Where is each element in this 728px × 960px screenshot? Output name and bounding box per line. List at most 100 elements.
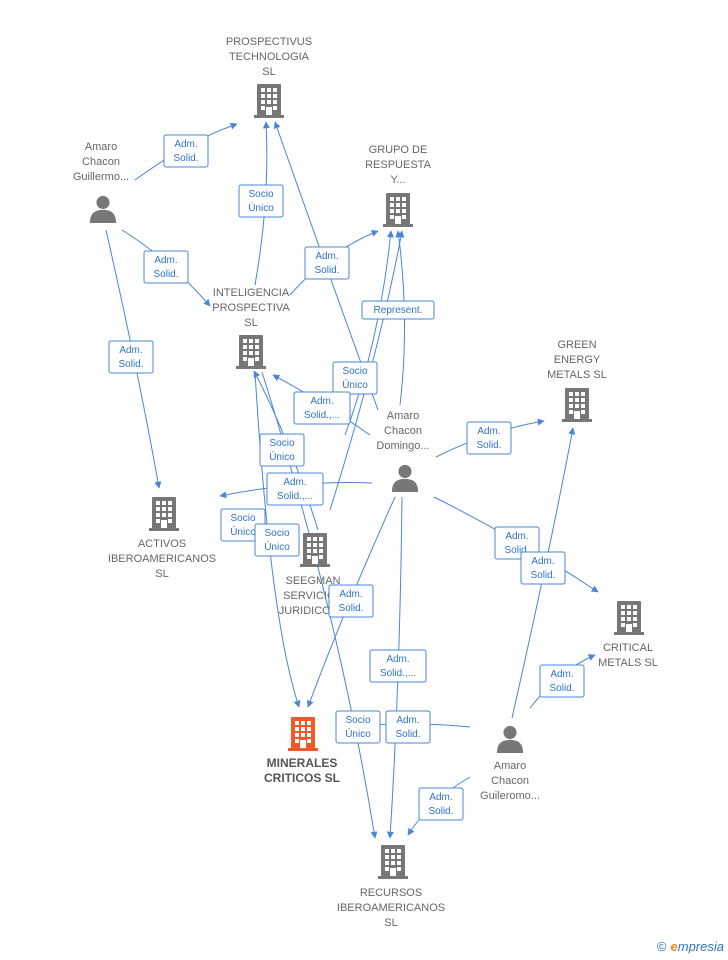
edge-label-text: Único (269, 450, 295, 463)
edge-label-text: Adm. (119, 345, 142, 356)
node-amaro_guillermo[interactable]: AmaroChaconGuillermo... (73, 141, 129, 223)
edge-label-text: Solid. (173, 153, 198, 164)
node-label-line: SL (384, 917, 397, 929)
node-label-line: Chacon (491, 775, 529, 787)
edge-labels-layer: Adm.Solid.SocioÚnicoAdm.Solid.Adm.Solid.… (108, 134, 585, 821)
edge-label-text: Adm. (531, 556, 554, 567)
node-label-line: GRUPO DE (369, 144, 428, 156)
node-grupo[interactable]: GRUPO DERESPUESTAY... (365, 144, 432, 227)
node-label-line: SERVICIOS (283, 590, 343, 602)
edge-label-text: Solid.,... (277, 491, 313, 502)
node-label-line: ACTIVOS (138, 538, 186, 550)
nodes-layer: PROSPECTIVUS TECHNOLOGIA SL GRUPO DERESPUES… (73, 36, 658, 929)
edge-label-text: Adm. (550, 669, 573, 680)
node-amaro_domingo[interactable]: AmaroChaconDomingo... (376, 410, 430, 492)
edge-label-text: Adm. (386, 654, 409, 665)
edge-label[interactable]: Adm.Solid. (385, 710, 431, 744)
node-label-line: Y... (390, 174, 405, 186)
edge-label-text: Solid.,... (380, 668, 416, 679)
edge-label[interactable]: Adm. Solid. (539, 664, 585, 698)
node-label-line: PROSPECTIVUS (226, 36, 312, 48)
node-label-line: Chacon (82, 156, 120, 168)
edge-label-box (369, 649, 427, 683)
edge-label-text: Solid.,... (304, 410, 340, 421)
building-icon (300, 533, 330, 567)
edge-label-text: Socio (345, 715, 370, 726)
edge-label[interactable]: Adm. Solid.,... (266, 472, 324, 506)
node-amaro_guileromo[interactable]: AmaroChaconGuileromo... (480, 725, 540, 802)
edge-label[interactable]: Adm. Solid. (163, 134, 209, 168)
node-label-line: ENERGY (554, 354, 601, 366)
edge-label-text: Adm. (505, 531, 528, 542)
node-label-line: METALS SL (598, 657, 658, 669)
building-icon (149, 497, 179, 531)
edge-label-box (418, 787, 464, 821)
edge-label-text: Adm. (396, 715, 419, 726)
node-label-line: Chacon (384, 425, 422, 437)
building-icon (236, 335, 266, 369)
edge-label-text: Represent. (374, 305, 423, 316)
edge-label-box (143, 250, 189, 284)
edge-label[interactable]: Adm. Solid.,... (293, 391, 351, 425)
edge-label[interactable]: Adm. Solid. (108, 340, 154, 374)
node-label-line: IBEROAMERICANOS (337, 902, 445, 914)
edge-label[interactable]: Adm.Solid. (418, 787, 464, 821)
building-icon (254, 84, 284, 118)
edge-label[interactable]: Adm. Solid.,... (369, 649, 427, 683)
node-label-line: Amaro (387, 410, 419, 422)
edge-label[interactable]: Represent. (361, 300, 435, 320)
relation-edge (254, 371, 301, 708)
edge-label-box (335, 710, 381, 744)
node-label-line: SEEGMAN (285, 575, 340, 587)
edge-label-box (328, 584, 374, 618)
edge-label-text: Adm. (477, 426, 500, 437)
edge-label-text: Solid. (476, 440, 501, 451)
edge-label-text: Solid. (118, 359, 143, 370)
edge-label-text: Adm. (283, 477, 306, 488)
edge-label-text: Solid. (428, 806, 453, 817)
edge-label-text: Adm. (310, 396, 333, 407)
edge-label[interactable]: Adm. Solid. (466, 421, 512, 455)
edge-label-box (266, 472, 324, 506)
node-label-line: Amaro (494, 760, 526, 772)
copyright-symbol: © (656, 939, 667, 954)
edge-label-box (254, 523, 300, 557)
edge-label-text: Solid. (549, 683, 574, 694)
edge-label-text: Único (230, 525, 256, 538)
edge-label[interactable]: Adm.Solid. (328, 584, 374, 618)
edge-label-text: Adm. (315, 251, 338, 262)
person-icon (496, 725, 524, 753)
node-label-line: TECHNOLOGIA (229, 51, 310, 63)
node-label-line: MINERALES (267, 756, 338, 770)
edge-label-text: Adm. (174, 139, 197, 150)
footer-brand[interactable]: ©empresia (657, 939, 724, 954)
edge-label-box (520, 551, 566, 585)
edge-label[interactable]: Adm.Solid. (494, 526, 540, 560)
edge-label[interactable]: Adm.Solid. (304, 246, 350, 280)
edge-label-text: Socio (342, 366, 367, 377)
node-label-line: GREEN (557, 339, 596, 351)
person-icon (391, 464, 419, 492)
edge-label[interactable]: Adm.Solid. (520, 551, 566, 585)
edge-label[interactable]: Adm.Solid. (143, 250, 189, 284)
edge-label-box (293, 391, 351, 425)
building-icon (614, 601, 644, 635)
edge-label-text: Adm. (339, 589, 362, 600)
brand-name: mpresia (677, 939, 724, 954)
node-label-line: Domingo... (376, 440, 429, 452)
edge-label-text: Socio (269, 438, 294, 449)
